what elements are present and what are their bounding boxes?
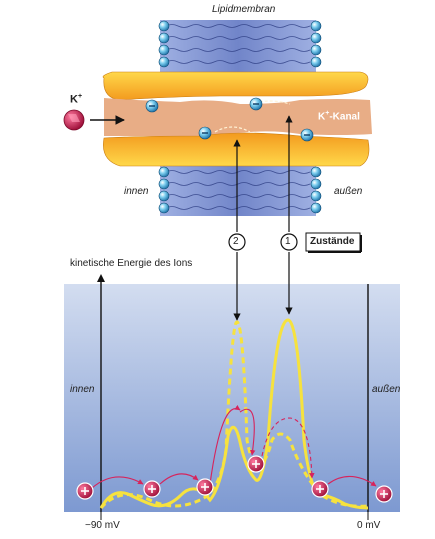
lipid-head-icon xyxy=(310,202,322,214)
energy-axis-label: kinetische Energie des Ions xyxy=(70,258,193,269)
lipid-bilayer-top xyxy=(158,20,322,74)
ion-position-markers xyxy=(76,455,393,503)
lipid-head-icon xyxy=(310,32,322,44)
plot-inside-label: innen xyxy=(70,384,95,395)
lipid-head-icon xyxy=(310,166,322,178)
lipid-head-icon xyxy=(158,44,170,56)
k-channel-protein xyxy=(102,71,372,167)
lipid-head-icon xyxy=(310,20,322,32)
energy-curve-state-2 xyxy=(99,320,369,510)
state-2-number: 2 xyxy=(233,236,239,247)
potassium-ion-icon xyxy=(63,109,85,131)
lipid-head-icon xyxy=(158,20,170,32)
state-1-number: 1 xyxy=(285,236,291,247)
state-2-marker xyxy=(228,233,246,251)
lipid-head-icon xyxy=(310,178,322,190)
states-label: Zustände xyxy=(310,236,355,247)
channel-pore xyxy=(104,98,372,136)
state-1-marker xyxy=(280,233,298,251)
lipid-bilayer-bottom xyxy=(158,166,322,216)
lipid-head-icon xyxy=(158,190,170,202)
ion-hop-arrows xyxy=(91,404,377,489)
energy-plot-background xyxy=(64,284,400,512)
lipid-head-icon xyxy=(310,56,322,68)
plot-outside-label: außen xyxy=(372,384,401,395)
lipid-head-icon xyxy=(310,190,322,202)
channel-label: K+-Kanal xyxy=(318,110,360,123)
ion-label: K+ xyxy=(70,93,83,106)
lipid-head-icon xyxy=(158,166,170,178)
lipid-head-icon xyxy=(158,178,170,190)
membrane-title: Lipidmembran xyxy=(212,4,276,15)
lipid-head-icon xyxy=(158,202,170,214)
lipid-head-icon xyxy=(158,56,170,68)
x-left-tick-label: −90 mV xyxy=(85,520,120,531)
membrane-outside-label: außen xyxy=(334,186,363,197)
x-right-tick-label: 0 mV xyxy=(357,520,381,531)
lipid-head-icon xyxy=(158,32,170,44)
membrane-inside-label: innen xyxy=(124,186,149,197)
lipid-head-icon xyxy=(310,44,322,56)
